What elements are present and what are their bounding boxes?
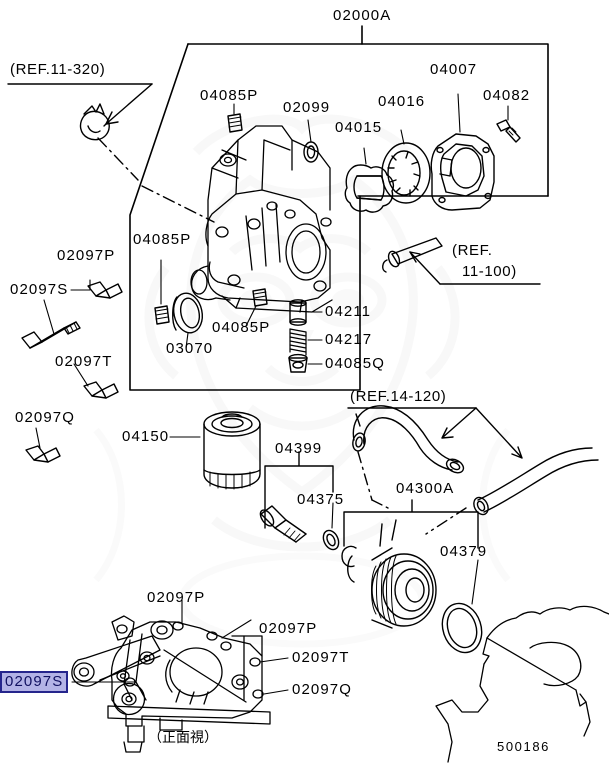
label-ref-11-320: (REF.11-320)	[10, 61, 106, 78]
gasket-04007	[430, 93, 495, 211]
label-ref-11-100-line2: 11-100)	[462, 263, 517, 280]
label-assembly-02000a: 02000A	[333, 7, 392, 24]
label-04300a: 04300A	[396, 480, 455, 497]
label-04375: 04375	[297, 491, 345, 508]
label-04085q: 04085Q	[325, 355, 385, 372]
label-04085p-upper: 04085P	[200, 87, 259, 104]
label-ref-11-100-line1: (REF.	[452, 242, 493, 259]
oring-04379	[441, 559, 483, 654]
label-02097p-lower-b: 02097P	[259, 620, 318, 637]
label-ref-14-120: (REF.14-120)	[350, 388, 447, 405]
label-04085p-left: 04085P	[133, 231, 192, 248]
label-04007: 04007	[430, 61, 478, 78]
ref-11-320-leader	[7, 83, 215, 223]
label-04016: 04016	[378, 93, 426, 110]
pipe-ref-11-100	[382, 237, 541, 285]
label-view-note: （正面視）	[148, 730, 218, 746]
label-04399: 04399	[275, 440, 323, 457]
hoses-ref-14-120	[347, 405, 599, 535]
bottom-callout-leaders	[71, 599, 289, 695]
plug-04085p-left	[154, 259, 170, 325]
label-drawing-number: 500186	[497, 739, 550, 754]
oil-pump-front-view	[71, 615, 271, 753]
label-04082: 04082	[483, 87, 531, 104]
label-02097t-top: 02097T	[55, 353, 113, 370]
oring-02099	[303, 119, 319, 163]
relief-valve-stack	[288, 299, 323, 373]
plug-04085p-upper	[227, 103, 243, 133]
label-02099: 02099	[283, 99, 331, 116]
bolt-group-left	[21, 279, 123, 463]
bolt-04399-and-oring-04375	[259, 451, 340, 551]
part-sensor-11-320	[79, 103, 110, 141]
screw-04082	[496, 105, 521, 143]
label-04150: 04150	[122, 428, 170, 445]
label-02097q-lower: 02097Q	[292, 681, 352, 698]
label-04085p-mid: 04085P	[212, 319, 271, 336]
label-04211: 04211	[325, 303, 372, 320]
label-04379: 04379	[440, 543, 488, 560]
rotor-inner-04015	[344, 147, 395, 213]
oil-seal-03070	[172, 292, 204, 349]
label-02097t-lower: 02097T	[292, 649, 350, 666]
oil-pump-housing	[190, 125, 333, 313]
label-02097s-top: 02097S	[10, 281, 69, 298]
label-03070: 03070	[166, 340, 214, 357]
label-02097s-selected[interactable]: 02097S	[0, 671, 69, 693]
label-04217: 04217	[325, 331, 373, 348]
oil-cooler-04300a	[341, 499, 479, 629]
plug-04085p-mid	[245, 288, 268, 327]
rotor-outer-04016	[381, 129, 431, 204]
engine-block-outline	[435, 605, 609, 763]
label-02097q-top: 02097Q	[15, 409, 75, 426]
label-04015: 04015	[335, 119, 383, 136]
oil-filter-04150	[169, 411, 261, 490]
label-02097p-lower-a: 02097P	[147, 589, 206, 606]
label-02097p-top: 02097P	[57, 247, 116, 264]
